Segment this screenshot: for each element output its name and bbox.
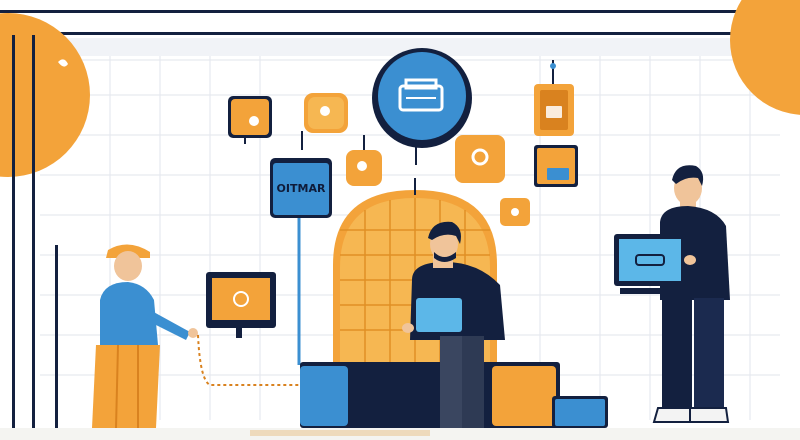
floor-highlight — [250, 430, 430, 436]
shield-icon — [301, 93, 348, 150]
small-wave-icon — [58, 59, 68, 67]
left-poles — [12, 35, 58, 430]
desk-blocks — [300, 362, 608, 428]
center-person — [402, 221, 505, 428]
left-person-worker — [92, 244, 198, 429]
laptop-left — [197, 272, 300, 386]
shield-badge-icon — [455, 135, 505, 183]
card-icon — [534, 145, 578, 187]
top-rails — [0, 10, 800, 56]
laptop-right — [614, 234, 696, 294]
padlock-badge-icon — [346, 135, 382, 186]
orange-circle-left — [0, 13, 90, 177]
info-sign: OITMAR — [270, 158, 332, 365]
document-icon — [534, 60, 574, 136]
cloud-security-icon — [372, 48, 472, 165]
small-lock-icon — [500, 198, 530, 226]
orange-circle-right — [730, 0, 800, 115]
lock-icon — [228, 96, 272, 144]
sign-text: OITMAR — [277, 182, 326, 195]
